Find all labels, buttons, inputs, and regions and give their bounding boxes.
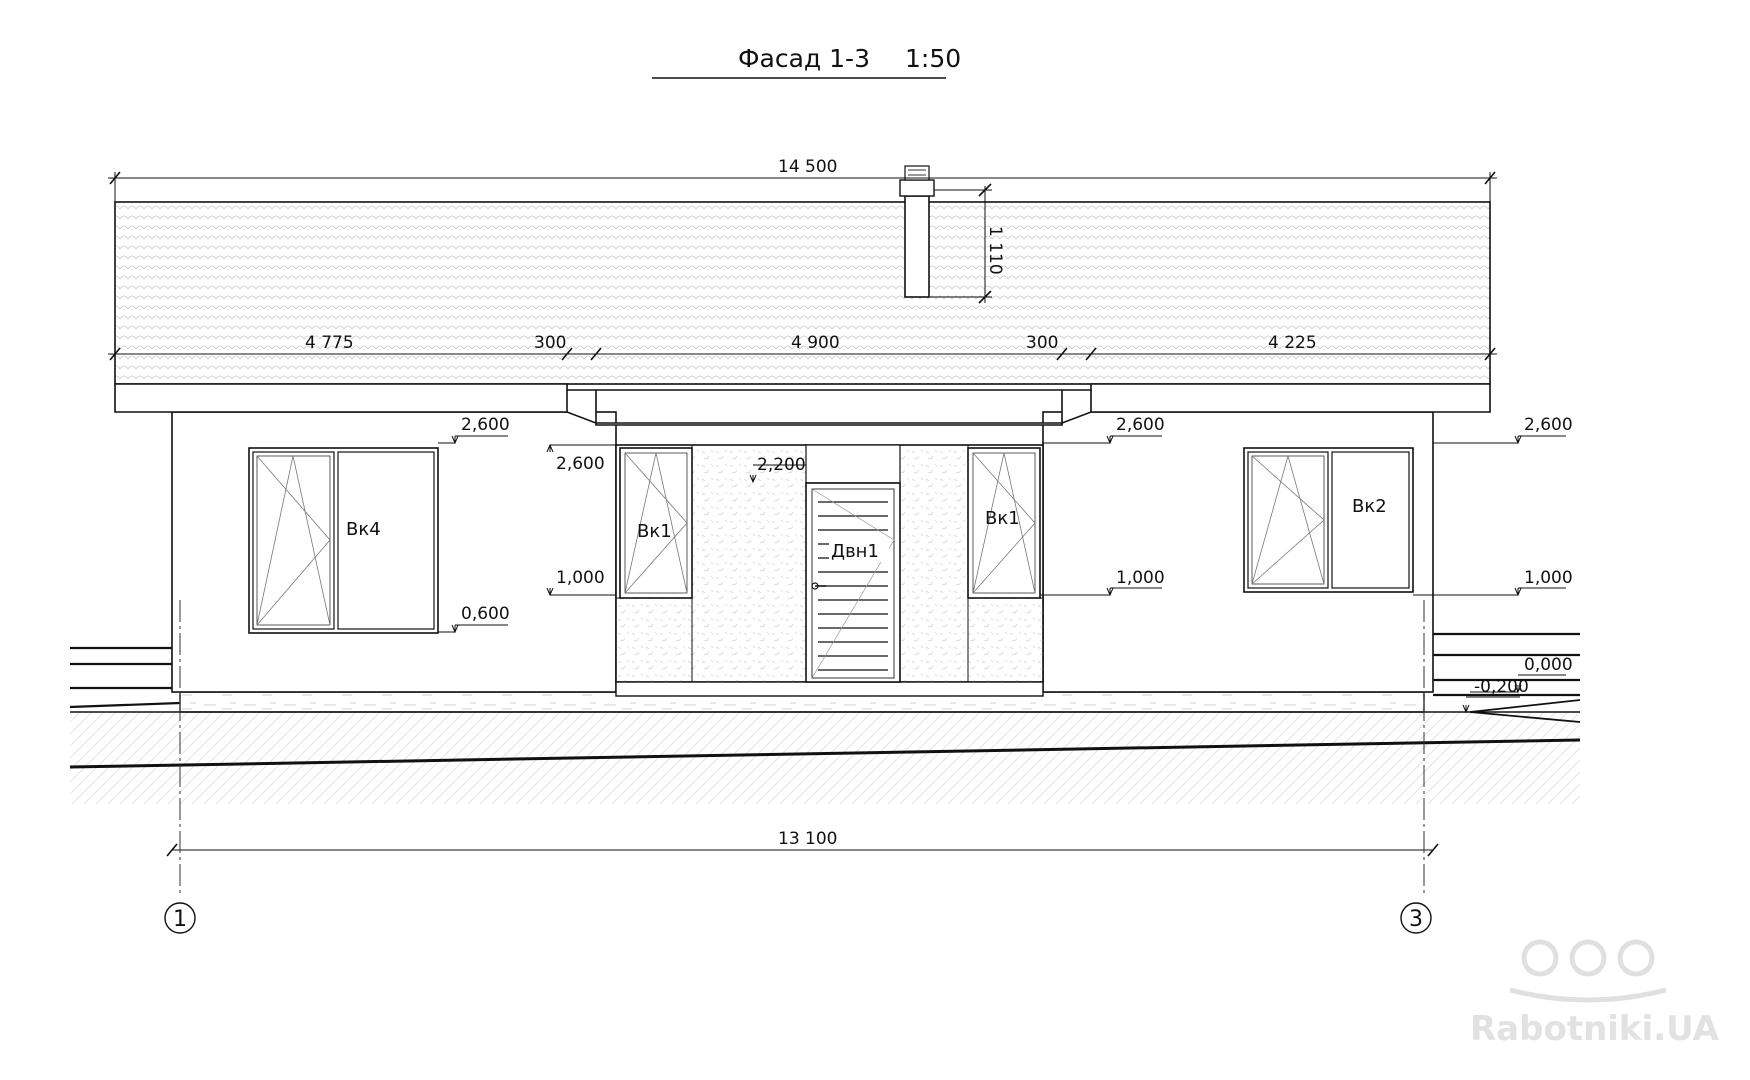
dim-seg-left: 4 775: [305, 333, 354, 353]
level-left-window-top: 2,600: [461, 415, 510, 435]
axis-bubble-right: [1400, 902, 1432, 934]
dim-seg-mid: 4 900: [791, 333, 840, 353]
dim-seg-right: 4 225: [1268, 333, 1317, 353]
dim-seg-gap-right: 300: [1026, 333, 1058, 353]
grid-axes: 1 3: [164, 600, 1432, 934]
chimney: [899, 165, 935, 298]
level-left-window-bottom: 0,600: [461, 604, 510, 624]
door-transom: [805, 444, 901, 484]
dimension-lines: [108, 171, 1497, 857]
dim-overall-bottom: 13 100: [778, 829, 837, 849]
watermark-text: Rabotniki.UA: [1470, 1009, 1720, 1049]
level-far-right-sill: 1,000: [1524, 568, 1573, 588]
level-right-sill: 1,000: [1116, 568, 1165, 588]
level-porch-top: 2,600: [556, 454, 605, 474]
dim-seg-gap-left: 300: [534, 333, 566, 353]
window-vk1-left: Вк1: [619, 447, 693, 599]
watermark: Rabotniki.UA: [1470, 939, 1720, 1049]
roof-plane: [114, 201, 1491, 385]
level-door-top: 2,200: [757, 455, 806, 475]
axis-bubble-left: [164, 902, 196, 934]
title-name: Фасад 1-3: [738, 44, 870, 73]
ground-slope-line: [69, 738, 1581, 769]
dim-overall-top: 14 500: [778, 157, 837, 177]
level-ground-zero: 0,000: [1524, 655, 1573, 675]
level-mark-lines: [438, 435, 1566, 714]
level-porch-sill: 1,000: [556, 568, 605, 588]
door-dvn1: Двн1: [805, 482, 901, 683]
earth-hatch: [70, 712, 1580, 804]
level-right-eave: 2,600: [1116, 415, 1165, 435]
roof: [114, 165, 1491, 426]
level-far-right-top: 2,600: [1524, 415, 1573, 435]
window-tag-vk1-left: Вк1: [637, 521, 672, 542]
ground: [69, 632, 1581, 804]
window-vk1-right: Вк1: [967, 447, 1041, 599]
porch-step: [615, 681, 1044, 697]
window-tag-vk4: Вк4: [346, 519, 381, 540]
window-tag-vk1-right: Вк1: [985, 508, 1020, 529]
drawing-title: Фасад 1-3 1:50: [652, 44, 961, 79]
door-tag-dvn1: Двн1: [831, 541, 879, 562]
workers-helmet-icon: [1509, 939, 1667, 1003]
level-ground-minus: -0,200: [1474, 677, 1529, 697]
window-tag-vk2: Вк2: [1352, 496, 1387, 517]
window-vk4: Вк4: [248, 447, 439, 634]
dim-chimney-height: 1 110: [985, 226, 1005, 275]
axis-label-left: 1: [173, 907, 187, 932]
window-vk2: Вк2: [1243, 447, 1414, 593]
axis-label-right: 3: [1409, 907, 1423, 932]
title-scale: 1:50: [905, 44, 961, 73]
